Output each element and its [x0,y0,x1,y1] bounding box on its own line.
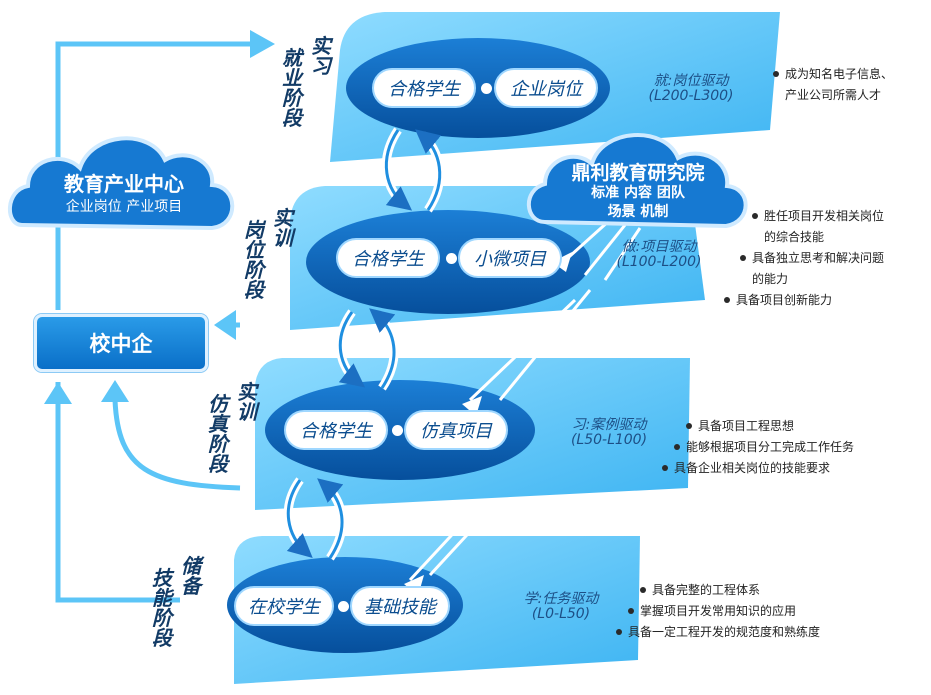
stage-1-note2: (L200-L300) [648,88,734,104]
stage-label-1: 就业阶段 实习 [282,36,333,128]
stage-3-note2: (L50-L100) [570,432,648,448]
bullet: 胜任项目开发相关岗位 [752,206,924,227]
bullet-cont: 的能力 [752,272,789,286]
stage-2-right-box: 小微项目 [458,238,562,278]
bullet: 具备独立思考和解决问题 [740,248,924,269]
bullet-cont: 产业公司所需人才 [785,88,882,102]
institute-cloud [526,133,748,229]
flow-line-stage3 [112,399,241,491]
flow-arrow-up-mid [101,380,129,402]
stage-label-char: 位 [244,238,264,262]
stage-label-char: 段 [244,278,264,302]
stage-label-3-col2: 仿真阶段 [208,394,230,474]
stage-label-char: 训 [272,226,293,250]
stage-label-4-col1: 储备 [181,556,203,596]
bullet: 具备企业相关岗位的技能要求 [662,458,902,479]
stage-label-3-col1: 实训 [237,382,259,422]
stage-label-2-col2: 岗位阶段 [244,220,266,300]
institute-rays [408,218,642,582]
stage-2-note2: (L100-L200) [616,254,702,270]
stage-label-char: 真 [208,412,228,436]
stage-1-note1: 就:岗位驱动 [653,73,729,89]
cycle-arrows-2-3-inner [338,308,396,389]
edu-center-title: 教育产业中心 [64,172,184,196]
campus-enterprise-box: 校中企 [34,314,208,372]
stage-label-char: 储 [180,554,201,578]
stage-label-char: 岗 [244,218,264,242]
stage-label-4-col2: 技能阶段 [152,568,174,648]
stage-4-right-box: 基础技能 [350,586,450,626]
bullet: 具备项目创新能力 [724,290,924,311]
stage-label-2-col1: 实训 [273,208,295,248]
stage-2-left-box: 合格学生 [336,238,440,278]
flow-arrow-up-left [44,382,72,404]
bullet: 成为知名电子信息、 [773,64,923,85]
flow-arrow-top [250,30,275,58]
stage-label-2: 岗位阶段 实训 [244,208,295,300]
stage-4-bullets: 具备完整的工程体系 掌握项目开发常用知识的应用 具备一定工程开发的规范度和熟练度 [616,580,876,643]
stage-label-char: 业 [282,66,302,90]
stage-1-left-box: 合格学生 [372,68,476,108]
bullet: 具备完整的工程体系 [640,580,876,601]
ray-arrow-2 [552,252,572,272]
stage-label-char: 就 [282,46,302,70]
bullet: 具备一定工程开发的规范度和熟练度 [616,622,876,643]
stage-2-bullets: 胜任项目开发相关岗位 的综合技能 具备独立思考和解决问题 的能力 具备项目创新能… [724,206,924,311]
stage-3-note1: 习:案例驱动 [571,417,647,433]
ellipse-stage-1 [346,38,610,138]
institute-line2: 场景 机制 [607,204,669,220]
institute-line1: 标准 内容 团队 [591,185,685,201]
stage-2-dot [446,253,457,264]
stage-1-bullets: 成为知名电子信息、 产业公司所需人才 [773,64,923,106]
cycle-arrows-1-2-inner [384,129,442,211]
flow-arrow-campus [214,310,236,340]
stage-label-char: 技 [152,566,172,590]
stage-3-bullets: 具备项目工程思想 能够根据项目分工完成工作任务 具备企业相关岗位的技能要求 [662,416,902,479]
stage-4-note1: 学:任务驱动 [523,591,599,607]
stage-label-4: 技能阶段 储备 [152,556,203,648]
stage-label-char: 阶 [244,258,264,282]
stage-label-char: 段 [282,106,302,130]
stage-label-char: 实 [236,380,257,404]
stage-label-char: 备 [180,574,201,598]
stage-label-char: 阶 [208,432,228,456]
stage-label-char: 阶 [282,86,302,110]
stage-2-note1: 做:项目驱动 [621,239,697,255]
stage-1-dot [481,83,492,94]
stage-3-dot [392,425,403,436]
stage-4-note2: (L0-L50) [531,606,591,622]
stage-label-char: 实 [272,206,293,230]
stage-4-dot [338,601,349,612]
flow-line-left [55,382,180,603]
stage-3-right-box: 仿真项目 [404,410,508,450]
stage-label-3: 仿真阶段 实训 [208,382,259,474]
stage-label-1-col1: 实习 [311,36,333,76]
bullet: 能够根据项目分工完成工作任务 [674,437,902,458]
stage-label-char: 仿 [208,392,228,416]
stage-label-char: 习 [310,54,331,78]
edu-center-cloud [7,136,235,231]
stage-label-char: 训 [236,400,257,424]
stage-label-char: 段 [152,626,172,650]
stage-label-char: 阶 [152,606,172,630]
edu-center-subtitle: 企业岗位 产业项目 [65,199,183,215]
stage-label-char: 能 [152,586,172,610]
bullet: 具备项目工程思想 [686,416,902,437]
stage-1-right-box: 企业岗位 [494,68,598,108]
institute-title: 鼎利教育研究院 [571,162,705,184]
stage-3-left-box: 合格学生 [284,410,388,450]
bullet: 掌握项目开发常用知识的应用 [628,601,876,622]
stage-4-left-box: 在校学生 [234,586,334,626]
stage-label-1-col2: 就业阶段 [282,48,304,128]
stage-label-char: 段 [208,452,228,476]
cycle-arrows-3-4-inner [286,478,344,559]
bullet-cont: 的综合技能 [764,230,825,244]
stage-label-char: 实 [310,34,331,58]
